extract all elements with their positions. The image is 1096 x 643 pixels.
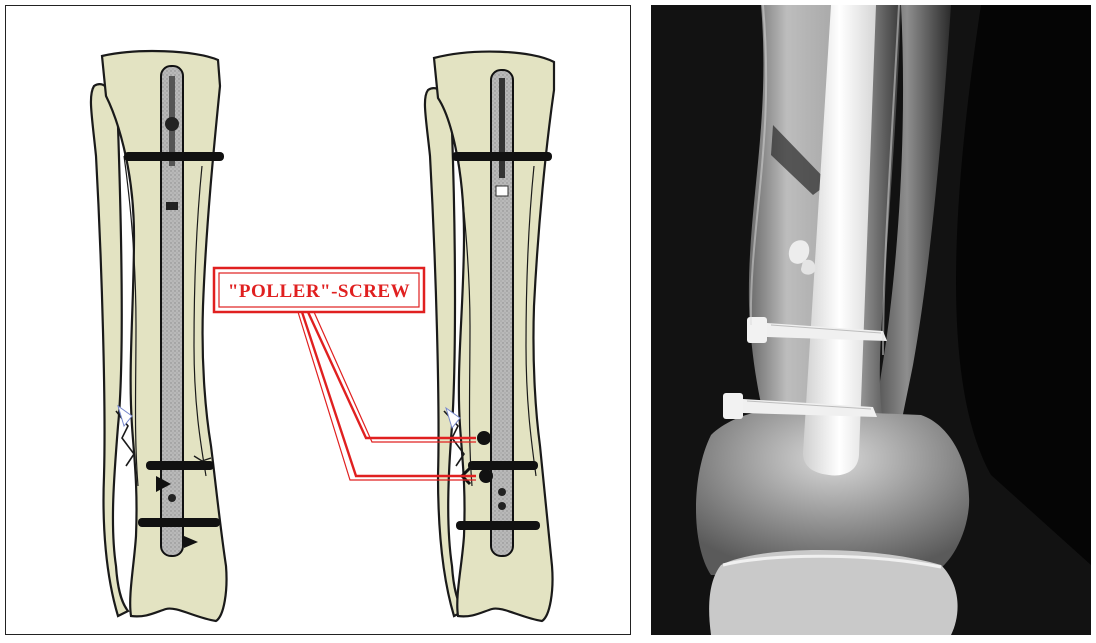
distal-hole-right-1 <box>498 488 506 496</box>
tibia-diagram-left <box>91 51 227 621</box>
distal-hole-right-2 <box>498 502 506 510</box>
xray-image <box>651 5 1091 635</box>
tibia-diagram-right <box>425 52 554 621</box>
distal-screw-2-right <box>456 521 540 530</box>
xray-panel <box>651 5 1091 635</box>
callout-label: "POLLER"-SCREW <box>228 281 410 302</box>
distal-hole-left <box>168 494 176 502</box>
distal-screw-2-left <box>138 518 220 527</box>
fibula-left <box>91 84 128 616</box>
nail-marker-left <box>166 202 178 210</box>
nail-slot-right <box>499 78 505 178</box>
distal-screw-1-left <box>146 461 214 470</box>
nail-hole-left <box>165 117 179 131</box>
schematic-drawing: "POLLER"-SCREW <box>6 6 630 634</box>
proximal-screw-left <box>124 152 224 161</box>
proximal-screw-right <box>452 152 552 161</box>
nail-marker-right <box>496 186 508 196</box>
distal-screw-1-right <box>468 461 538 470</box>
poller-screw-2 <box>479 469 493 483</box>
schematic-panel: "POLLER"-SCREW <box>5 5 631 635</box>
poller-screw-1 <box>477 431 491 445</box>
